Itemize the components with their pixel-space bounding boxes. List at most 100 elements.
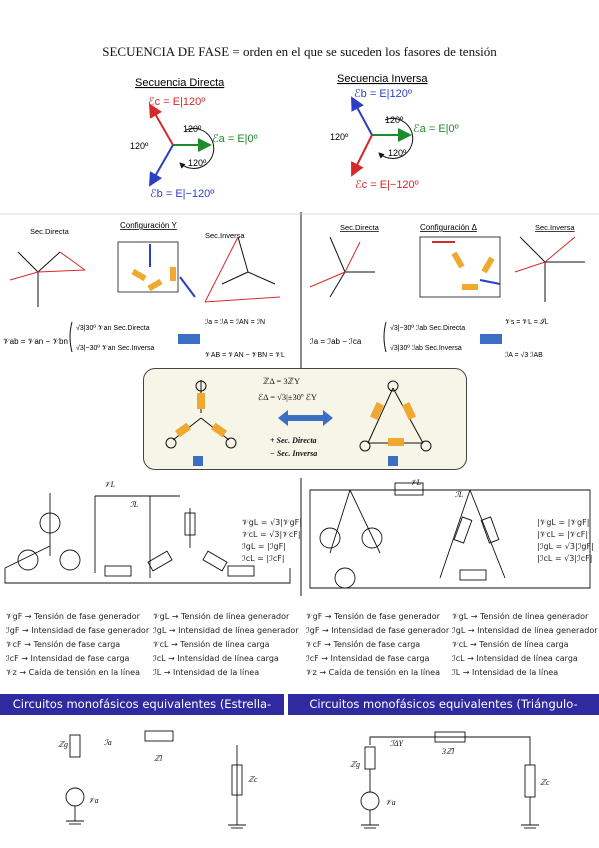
config-y-result-1: ℐa = ℐA = ℐAN = ℐN bbox=[205, 318, 265, 326]
sec-inversa-label: Sec.Inversa bbox=[205, 231, 245, 240]
equation: ℐcL = |ℐcF| bbox=[242, 554, 285, 563]
conversion-eq-2: ℰΔ = √3|±30º ℰY bbox=[258, 392, 318, 402]
equation: |ℐcL = √3|ℐcF| bbox=[537, 554, 593, 563]
configuration-diagrams: Sec.Directa Configuración Y Sec.Inversa … bbox=[0, 212, 599, 370]
legend-item: 𝒱z → Caída de tensión en la línea bbox=[6, 668, 140, 677]
page-title: SECUENCIA DE FASE = orden en el que se s… bbox=[102, 44, 497, 59]
ia-label: ℐa bbox=[104, 738, 112, 747]
config-y-group: Sec.Directa Configuración Y Sec.Inversa … bbox=[3, 221, 285, 359]
config-d-brace-1: √3|−30º ℐab Sec.Directa bbox=[390, 324, 465, 332]
legend-right-col-1: 𝒱gF → Tensión de fase generador ℐgF → In… bbox=[306, 610, 449, 680]
equation: |𝒱cL = |𝒱cF| bbox=[537, 530, 589, 539]
vl-label: 𝒱L bbox=[104, 480, 116, 489]
eb-label: ℰb = E|−120º bbox=[150, 188, 214, 200]
circuit-d bbox=[309, 482, 591, 589]
legend-item: ℐcF → Intensidad de fase carga bbox=[6, 654, 130, 663]
zg-label: ℤg bbox=[350, 760, 360, 769]
phasor-diagrams: Secuencia Directa ℰc = E|120º ℰa = E|0º … bbox=[130, 73, 459, 200]
config-d-group: Sec.Directa Configuración Δ Sec.Inversa … bbox=[309, 223, 585, 359]
eb-vector bbox=[149, 144, 174, 187]
config-y-result-2: 𝒱AB = 𝒱AN − 𝒱BN = 𝒱L bbox=[205, 352, 285, 359]
zl-label: 3ℤl bbox=[442, 747, 455, 756]
il-label: ℐL bbox=[455, 490, 464, 499]
legend-item: 𝒱gL → Tensión de línea generador bbox=[452, 612, 589, 621]
legend-right-col-2: 𝒱gL → Tensión de línea generador ℐgL → I… bbox=[452, 610, 598, 680]
double-arrow-icon bbox=[278, 410, 333, 426]
config-d-brace-2: √3|30º ℐab Sec.Inversa bbox=[390, 344, 462, 352]
config-y-formula: 𝒱ab = 𝒱an − 𝒱bn bbox=[3, 337, 68, 346]
ea-label: ℰa = E|0º bbox=[212, 133, 258, 145]
angle-label: 120º bbox=[130, 141, 149, 151]
circuit-d-equations: |𝒱gL = |𝒱gF| |𝒱cL = |𝒱cF| |ℐgL = √3|ℐgF|… bbox=[537, 517, 594, 565]
direct-phasor-group: Secuencia Directa ℰc = E|120º ℰa = E|0º … bbox=[130, 77, 258, 200]
legend-item: 𝒱gL → Tensión de línea generador bbox=[153, 612, 290, 621]
circuit-y bbox=[4, 493, 291, 584]
legend-item: 𝒱cL → Tensión de línea carga bbox=[153, 640, 270, 649]
direct-title: Secuencia Directa bbox=[135, 77, 225, 89]
equation: |ℐgL = √3|ℐgF| bbox=[537, 542, 594, 551]
rotation-arrow bbox=[378, 117, 414, 159]
legend-item: 𝒱cL → Tensión de línea carga bbox=[452, 640, 569, 649]
legend-item: ℐcL → Intensidad de línea carga bbox=[452, 654, 578, 663]
ec-label: ℰc = E|120º bbox=[148, 96, 205, 108]
zc-label: ℤc bbox=[540, 778, 550, 787]
inversa-label: − Sec. Inversa bbox=[270, 449, 318, 458]
legend-item: 𝒱cF → Tensión de fase carga bbox=[306, 640, 421, 649]
monophasic-circuits bbox=[65, 730, 539, 829]
legend-item: 𝒱cF → Tensión de fase carga bbox=[6, 640, 121, 649]
legend-item: 𝒱z → Caída de tensión en la línea bbox=[306, 668, 440, 677]
equation: ℐgL = |ℐgF| bbox=[242, 542, 286, 551]
ea-label: ℰa = E|0º bbox=[413, 123, 459, 135]
config-y-brace-1: √3|30º 𝒱an Sec.Directa bbox=[76, 324, 150, 332]
angle-label: 120º bbox=[183, 124, 202, 134]
sec-inversa-label: Sec.Inversa bbox=[535, 223, 575, 232]
zl-label: ℤl bbox=[154, 754, 163, 763]
ec-label: ℰc = E|−120º bbox=[355, 179, 419, 191]
equation: 𝒱cL = √3|𝒱cF| bbox=[242, 530, 301, 539]
angle-label: 120º bbox=[188, 158, 207, 168]
mono-d bbox=[360, 731, 539, 829]
vl-label: 𝒱L bbox=[410, 478, 422, 487]
sec-directa-label: Sec.Directa bbox=[30, 227, 70, 236]
zc-label: ℤc bbox=[248, 775, 258, 784]
legend-item: 𝒱gF → Tensión de fase generador bbox=[6, 612, 140, 621]
mono-y bbox=[65, 730, 246, 829]
config-y-brace-2: √3|−30º 𝒱an Sec.Inversa bbox=[76, 344, 155, 352]
banner-estrella: Circuitos monofásicos equivalentes (Estr… bbox=[0, 694, 284, 732]
config-y-title: Configuración Y bbox=[120, 221, 177, 230]
circuit-y-equations: 𝒱gL = √3|𝒱gF| 𝒱cL = √3|𝒱cF| ℐgL = |ℐgF| … bbox=[242, 517, 302, 565]
ec-vector bbox=[149, 103, 174, 146]
banner-triangulo: Circuitos monofásicos equivalentes (Triá… bbox=[288, 694, 599, 732]
legend-item: ℐcF → Intensidad de fase carga bbox=[306, 654, 430, 663]
inverse-title: Secuencia Inversa bbox=[337, 73, 428, 85]
legend-item: 𝒱gF → Tensión de fase generador bbox=[306, 612, 440, 621]
il-label: ℐL bbox=[130, 500, 139, 509]
three-phase-circuits bbox=[4, 478, 591, 596]
rotation-arrow bbox=[179, 127, 215, 169]
eb-label: ℰb = E|120º bbox=[354, 88, 412, 100]
eb-vector bbox=[351, 96, 373, 136]
arrow-right-icon bbox=[480, 334, 502, 344]
angle-label: 120º bbox=[385, 115, 404, 125]
legend-left-col-1: 𝒱gF → Tensión de fase generador ℐgF → In… bbox=[6, 610, 149, 680]
legend-item: ℐgF → Intensidad de fase generador bbox=[6, 626, 150, 635]
config-d-result-2: ℐA = √3 ℐAB bbox=[505, 351, 543, 359]
ec-vector bbox=[351, 134, 373, 177]
config-d-title: Configuración Δ bbox=[420, 223, 478, 232]
legend-item: ℐL → Intensidad de la línea bbox=[452, 668, 559, 677]
config-d-result-1: 𝒱s = 𝒱L = ℐL bbox=[505, 319, 549, 326]
inverse-phasor-group: Secuencia Inversa ℰb = E|120º ℰa = E|0º … bbox=[330, 73, 459, 191]
directa-label: + Sec. Directa bbox=[270, 436, 317, 445]
legend-item: ℐgL → Intensidad de línea generador bbox=[452, 626, 598, 635]
equation: 𝒱gL = √3|𝒱gF| bbox=[242, 518, 302, 527]
angle-label: 120º bbox=[330, 132, 349, 142]
angle-label: 120º bbox=[388, 148, 407, 158]
sec-directa-label: Sec.Directa bbox=[340, 223, 380, 232]
legend-item: ℐL → Intensidad de la línea bbox=[153, 668, 260, 677]
conversion-diagram bbox=[165, 380, 432, 466]
va-label: 𝒱a bbox=[88, 796, 99, 805]
legend-item: ℐcL → Intensidad de línea carga bbox=[153, 654, 279, 663]
legend-item: ℐgL → Intensidad de línea generador bbox=[153, 626, 299, 635]
va-label: 𝒱a bbox=[385, 798, 396, 807]
